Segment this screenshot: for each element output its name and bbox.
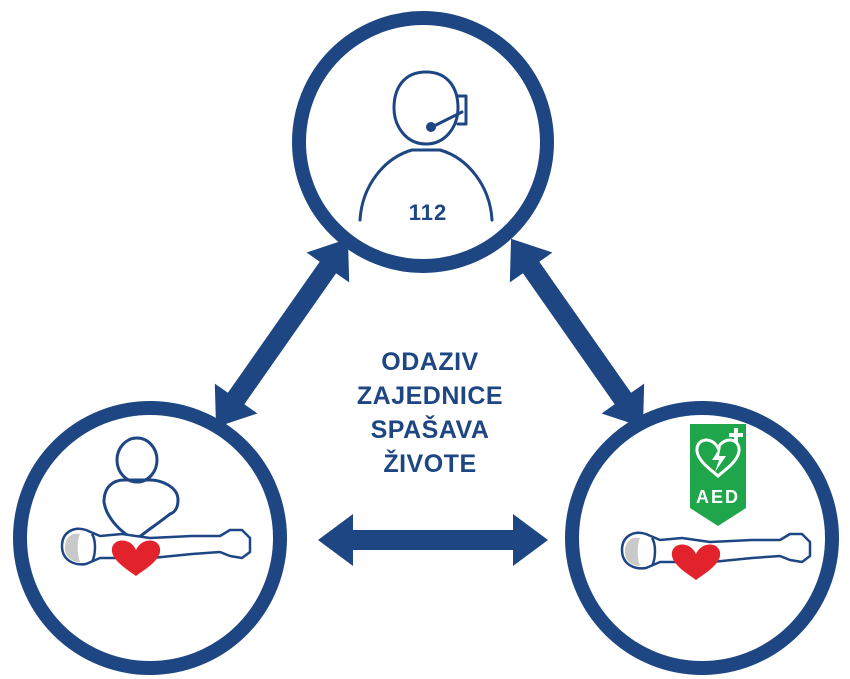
- headset-operator-icon: [358, 70, 494, 222]
- arrow-cpr-aed: [318, 514, 548, 566]
- slogan-line-3: SPAŠAVA: [370, 416, 490, 444]
- dispatcher-ring: [292, 11, 554, 273]
- aed-defibrillator-icon: AED: [690, 424, 746, 526]
- dispatcher-node: 112: [292, 11, 554, 273]
- microphone-icon: [426, 122, 436, 132]
- cpr-node: [13, 401, 287, 675]
- slogan-line-1: ODAZIV: [381, 348, 479, 376]
- aed-ring: [565, 401, 839, 675]
- aed-label: AED: [696, 487, 740, 507]
- aed-node: AED: [565, 401, 839, 675]
- slogan-line-4: ŽIVOTE: [383, 450, 477, 478]
- slogan-line-2: ZAJEDNICE: [356, 382, 504, 410]
- center-slogan: ODAZIV ZAJEDNICE SPAŠAVA ŽIVOTE: [325, 345, 535, 481]
- dispatch-number: 112: [409, 200, 448, 225]
